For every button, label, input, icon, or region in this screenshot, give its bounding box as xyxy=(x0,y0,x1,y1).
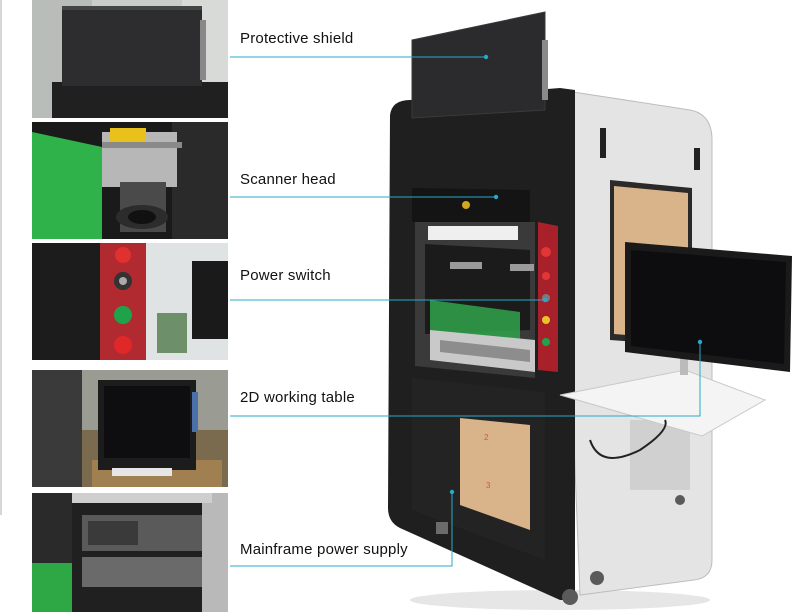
label-power-switch: Power switch xyxy=(240,267,331,284)
power-supply-photo xyxy=(32,493,228,612)
label-protective-shield: Protective shield xyxy=(240,30,354,47)
left-divider xyxy=(0,0,2,515)
svg-text:2: 2 xyxy=(484,433,489,442)
svg-text:3: 3 xyxy=(486,481,491,490)
power-switch-photo xyxy=(32,243,228,360)
label-scanner-head: Scanner head xyxy=(240,171,336,188)
shield-photo xyxy=(32,0,228,118)
label-working-table: 2D working table xyxy=(240,389,355,406)
working-table-photo xyxy=(32,370,228,487)
machine-photo: 2 3 xyxy=(388,11,792,610)
scanner-head-photo xyxy=(32,122,228,239)
